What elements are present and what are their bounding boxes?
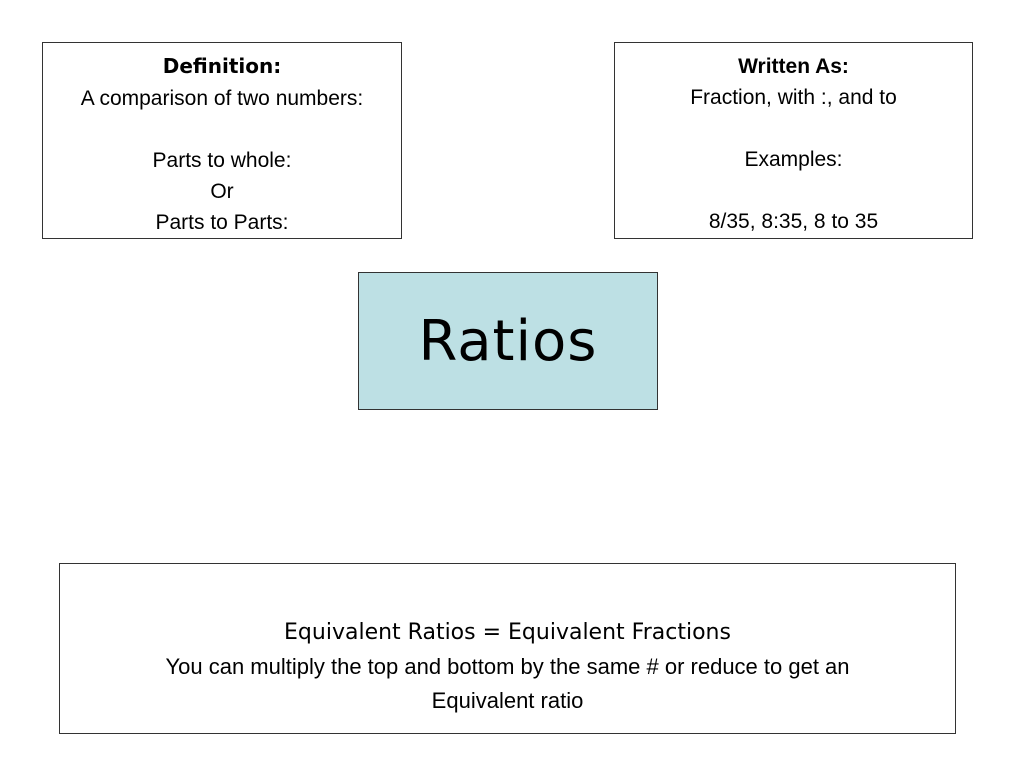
written-as-line: Examples: (744, 148, 843, 171)
written-as-line: 8/35, 8:35, 8 to 35 (708, 210, 879, 233)
definition-box: Definition: A comparison of two numbers:… (42, 42, 402, 239)
definition-line: Parts to Parts: (155, 211, 289, 234)
definition-content: A comparison of two numbers: Parts to wh… (43, 83, 401, 238)
written-as-line (615, 175, 972, 206)
equivalent-body-line: Equivalent ratio (431, 688, 584, 713)
definition-line (43, 114, 401, 145)
written-as-line (615, 113, 972, 144)
definition-line: Parts to whole: (152, 149, 292, 172)
equivalent-body-line: You can multiply the top and bottom by t… (165, 654, 850, 679)
definition-line: Or (210, 180, 234, 203)
written-as-heading: Written As: (738, 55, 849, 78)
equivalent-heading: Equivalent Ratios = Equivalent Fractions (284, 620, 731, 645)
written-as-line: Fraction, with :, and to (690, 86, 897, 109)
page-title: Ratios (418, 308, 598, 374)
equivalent-ratios-box: Equivalent Ratios = Equivalent Fractions… (59, 563, 956, 734)
definition-heading: Definition: (162, 54, 282, 78)
definition-line: A comparison of two numbers: (80, 87, 364, 110)
title-box: Ratios (358, 272, 658, 410)
written-as-box: Written As: Fraction, with :, and to Exa… (614, 42, 973, 239)
